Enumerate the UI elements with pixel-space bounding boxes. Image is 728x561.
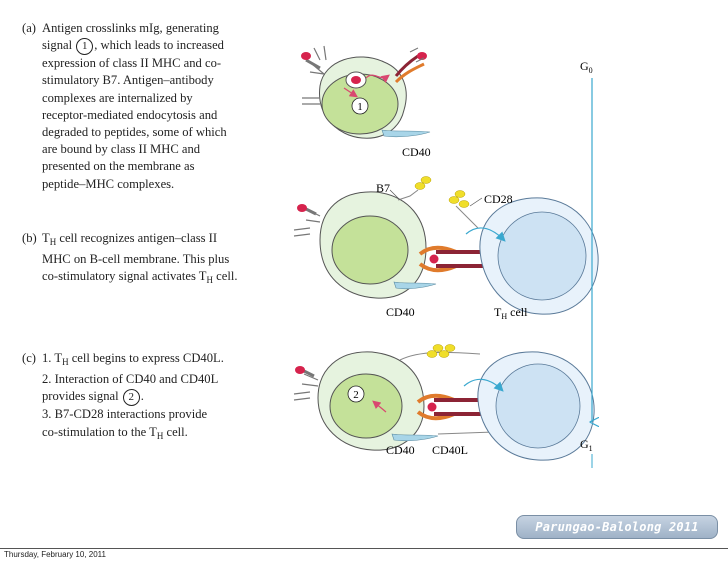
subscript: H bbox=[206, 275, 214, 286]
footer-date: Thursday, February 10, 2011 bbox=[0, 548, 728, 560]
step-text-line: degraded to peptides, some of which bbox=[42, 125, 227, 140]
step-text: Antigen crosslinks mIg, generating signal… bbox=[42, 20, 287, 193]
cell-cycle-timeline: G0​ G1​ bbox=[580, 59, 612, 468]
step-text-line: 1. TH cell begins to express CD40L. bbox=[42, 351, 224, 367]
cd40l-label: CD40L bbox=[432, 443, 468, 457]
step-text-line: co-stimulation to the TH cell. bbox=[42, 424, 188, 441]
subscript: H bbox=[49, 237, 57, 247]
step-label: (a) bbox=[22, 21, 36, 35]
step-text-line: provides signal 2. bbox=[42, 388, 287, 407]
b7-label: B7 bbox=[376, 181, 390, 195]
author-watermark: Parungao-Balolong 2011 bbox=[516, 515, 718, 539]
step-text-line: presented on the membrane as bbox=[42, 159, 195, 174]
panel-b-th-cell bbox=[448, 190, 599, 315]
step-label: (c) bbox=[22, 351, 36, 365]
cd40-label-b: CD40 bbox=[386, 305, 415, 319]
step-text-line: 3. B7-CD28 interactions provide bbox=[42, 407, 208, 422]
step-text-line: expression of class II MHC and co- bbox=[42, 56, 222, 71]
signal-number-circle: 2 bbox=[122, 389, 140, 407]
slide: (a) Antigen crosslinks mIg, generating si… bbox=[22, 20, 718, 539]
signal-2-number: 2 bbox=[353, 389, 359, 401]
step-text-line: TH cell recognizes antigen–class II bbox=[42, 231, 218, 247]
step-text: TH cell recognizes antigen–class II MHC o… bbox=[42, 230, 287, 290]
panel-b-b-cell bbox=[293, 176, 490, 299]
signal-1-number: 1 bbox=[357, 101, 363, 113]
step-label: (b) bbox=[22, 231, 37, 245]
timeline-start-label: G0​ bbox=[580, 59, 593, 75]
step-text-line: peptide–MHC complexes. bbox=[42, 176, 175, 191]
step-text-line: 2. Interaction of CD40 and CD40L bbox=[42, 372, 219, 387]
subscript: H bbox=[62, 357, 69, 367]
step-text-line: stimulatory B7. Antigen–antibody bbox=[42, 73, 214, 88]
step-text-line: signal 1, which leads to increased bbox=[42, 37, 287, 56]
cell-interaction-diagram: 1 CD40 bbox=[293, 45, 599, 461]
th-cell-label: TH​ cell bbox=[494, 305, 528, 321]
subscript: H bbox=[156, 430, 164, 441]
cd40-label-a: CD40 bbox=[402, 145, 431, 159]
panel-c-b-cell: 2 bbox=[293, 351, 495, 451]
cd28-label: CD28 bbox=[484, 192, 513, 206]
step-text-line: complexes are internalized by bbox=[42, 90, 193, 105]
step-text-line: receptor-mediated endocytosis and bbox=[42, 107, 218, 122]
step-text-line: MHC on B-cell membrane. This plus bbox=[42, 252, 230, 267]
step-text-line: co-stimulatory signal activates TH cell. bbox=[42, 269, 238, 286]
signal-number-circle: 1 bbox=[76, 38, 94, 56]
timeline-end-label: G1​ bbox=[580, 437, 593, 453]
cd40-label-c: CD40 bbox=[386, 443, 415, 457]
panel-a-b-cell: 1 bbox=[301, 45, 431, 139]
step-text-line: Antigen crosslinks mIg, generating bbox=[42, 21, 219, 35]
step-text-line: are bound by class II MHC and bbox=[42, 142, 201, 157]
step-text: 1. TH cell begins to express CD40L. 2. In… bbox=[42, 350, 287, 445]
panel-c-th-cell bbox=[399, 344, 595, 461]
